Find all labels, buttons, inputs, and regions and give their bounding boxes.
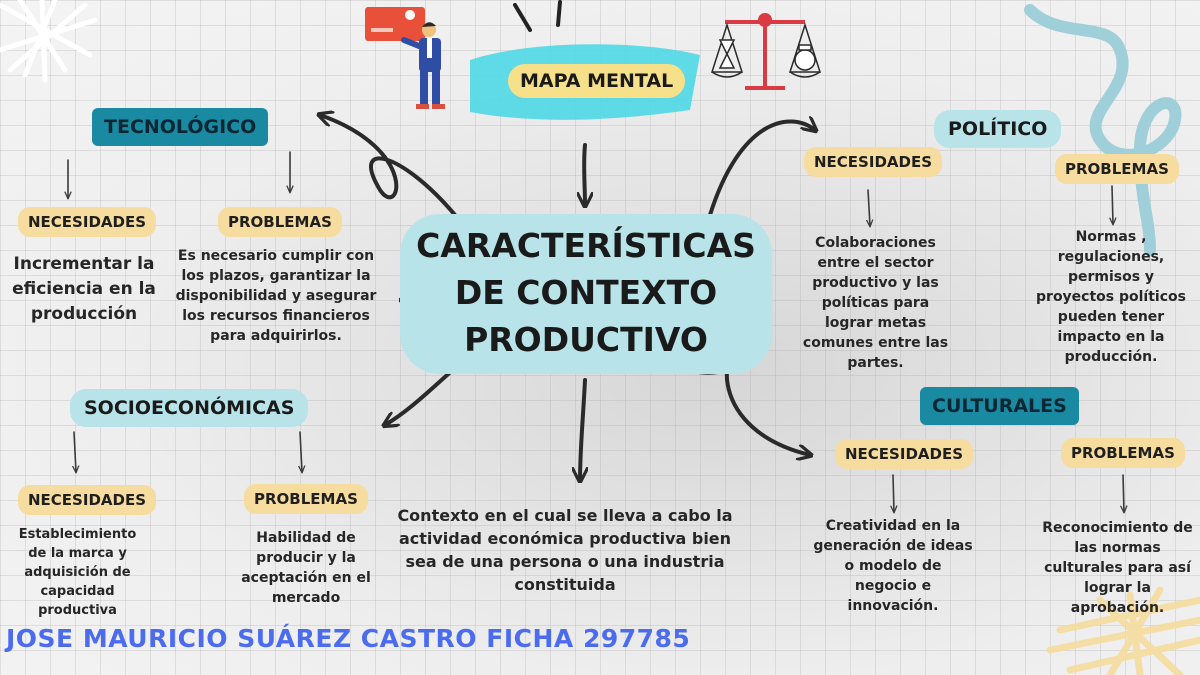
culturales-problems-text: Reconocimiento de las normas culturales … [1042, 520, 1193, 616]
category-politico: POLÍTICO [934, 110, 1062, 148]
tecnologico-problems-text: Es necesario cumplir con los plazos, gar… [175, 248, 377, 344]
credit-card-icon [365, 7, 425, 41]
culturales-problems-label: PROBLEMAS [1061, 438, 1185, 468]
culturales-needs-label: NECESIDADES [835, 439, 974, 469]
socioeconomicas-needs-label: NECESIDADES [18, 485, 157, 515]
businessman-illustration [401, 22, 445, 109]
spikes-decoration [513, 0, 562, 32]
category-tecnologico: TECNOLÓGICO [92, 108, 269, 146]
culturales-needs-text: Creatividad en la generación de ideas o … [813, 518, 973, 614]
central-node-title: CARACTERÍSTICAS DE CONTEXTO PRODUCTIVO [416, 226, 756, 359]
politico-problems-label: PROBLEMAS [1055, 154, 1179, 184]
author-footer: JOSE MAURICIO SUÁREZ CASTRO FICHA 297785 [6, 624, 691, 653]
tecnologico-needs-label: NECESIDADES [18, 207, 157, 237]
balance-scale-icon [725, 13, 805, 90]
starburst-decoration [0, 0, 98, 83]
mind-map-title: MAPA MENTAL [508, 64, 686, 98]
category-socioeconomicas: SOCIOECONÓMICAS [70, 389, 309, 427]
yellow-scribble-decoration [1046, 586, 1200, 675]
category-culturales: CULTURALES [920, 387, 1079, 425]
hourglass-icon [718, 39, 736, 69]
socioeconomicas-problems-label: PROBLEMAS [244, 484, 368, 514]
politico-problems-text: Normas , regulaciones, permisos y proyec… [1036, 229, 1186, 365]
socioeconomicas-needs-text: Establecimiento de la marca y adquisició… [18, 527, 137, 618]
tecnologico-needs-text: Incrementar la eficiencia en la producci… [12, 254, 156, 324]
definition-text: Contexto en el cual se lleva a cabo la a… [397, 506, 733, 594]
politico-needs-text: Colaboraciones entre el sector productiv… [802, 235, 949, 371]
socioeconomicas-problems-text: Habilidad de producir y la aceptación en… [241, 530, 371, 606]
tecnologico-problems-label: PROBLEMAS [218, 207, 342, 237]
central-node-bg [400, 214, 772, 374]
money-bag-icon [794, 44, 816, 71]
politico-needs-label: NECESIDADES [804, 147, 943, 177]
